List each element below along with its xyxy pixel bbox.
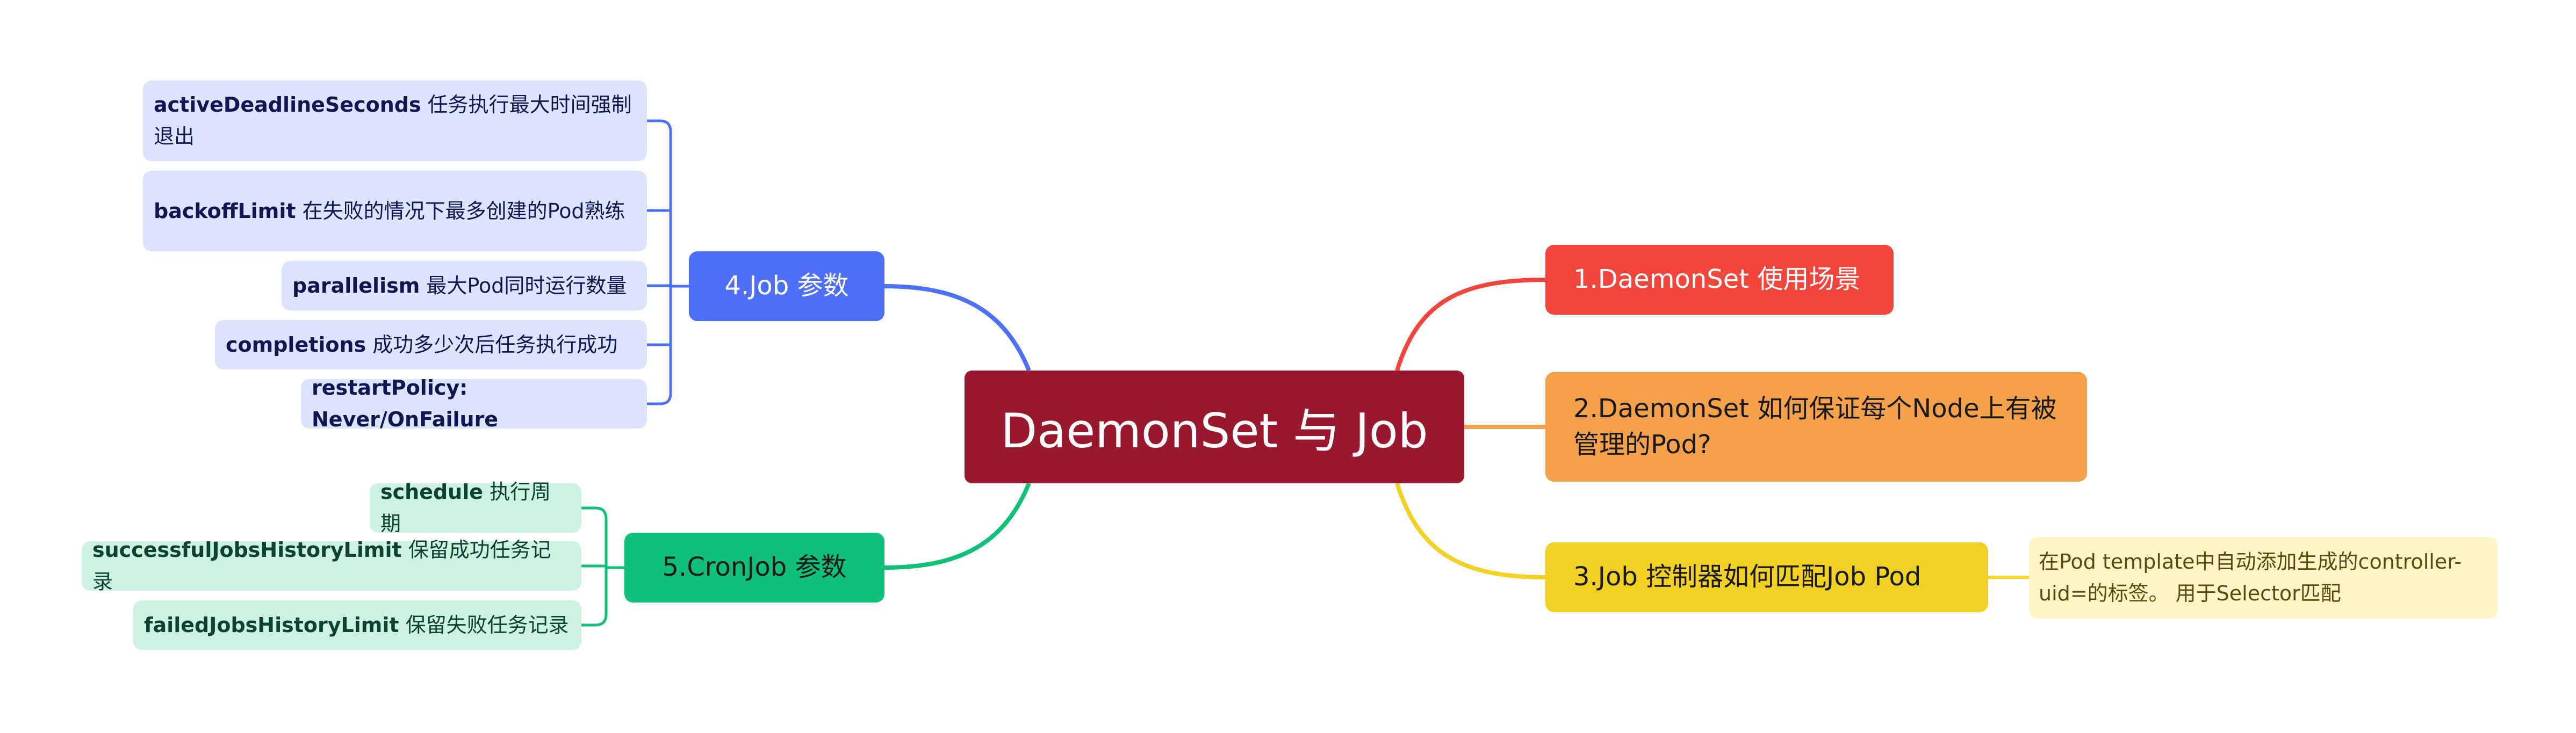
subtopic-text: successfulJobsHistoryLimit 保留成功任务记录 <box>92 534 571 598</box>
param-desc: 执行周期 <box>380 480 551 535</box>
bracket-cronjob-params <box>581 506 624 627</box>
topic-job-pod-matching[interactable]: 3.Job 控制器如何匹配Job Pod <box>1545 542 1988 612</box>
param-key: completions <box>226 332 366 357</box>
param-desc: 任务执行最大时间强制退出 <box>154 93 632 148</box>
connector-branch-4 <box>884 284 1031 372</box>
note-controller-uid[interactable]: 在Pod template中自动添加生成的controller-uid=的标签。… <box>2029 537 2498 619</box>
bracket-job-params <box>647 119 689 405</box>
param-key: successfulJobsHistoryLimit <box>92 538 402 562</box>
subtopic-text: backoffLimit 在失败的情况下最多创建的Pod熟练 <box>154 195 625 227</box>
central-topic[interactable]: DaemonSet 与 Job <box>965 371 1464 483</box>
param-key: restartPolicy: Never/OnFailure <box>312 376 499 431</box>
central-topic-label: DaemonSet 与 Job <box>1001 403 1428 459</box>
subtopic-text: parallelism 最大Pod同时运行数量 <box>292 270 627 302</box>
subtopic-text: activeDeadlineSeconds 任务执行最大时间强制退出 <box>154 89 636 153</box>
param-key: schedule <box>380 480 484 504</box>
connector-branch-5 <box>884 482 1031 570</box>
param-key: failedJobsHistoryLimit <box>144 613 399 637</box>
subtopic-text: restartPolicy: Never/OnFailure <box>312 372 636 436</box>
subtopic-active-deadline-seconds[interactable]: activeDeadlineSeconds 任务执行最大时间强制退出 <box>143 81 647 161</box>
subtopic-successful-jobs-history-limit[interactable]: successfulJobsHistoryLimit 保留成功任务记录 <box>82 538 581 593</box>
topic-job-params[interactable]: 4.Job 参数 <box>689 251 884 321</box>
subtopic-text: completions 成功多少次后任务执行成功 <box>226 329 617 361</box>
subtopic-completions[interactable]: completions 成功多少次后任务执行成功 <box>215 320 647 369</box>
subtopic-schedule[interactable]: schedule 执行周期 <box>370 480 581 535</box>
param-desc: 在失败的情况下最多创建的Pod熟练 <box>296 199 625 223</box>
topic-cronjob-params[interactable]: 5.CronJob 参数 <box>624 533 884 603</box>
param-desc: 保留失败任务记录 <box>399 613 569 637</box>
topic-daemonset-use-cases[interactable]: 1.DaemonSet 使用场景 <box>1545 245 1894 315</box>
subtopic-text: failedJobsHistoryLimit 保留失败任务记录 <box>144 609 569 641</box>
connector-branch-1 <box>1395 278 1546 372</box>
subtopic-text: schedule 执行周期 <box>380 476 571 540</box>
topic-label: 4.Job 参数 <box>724 271 849 301</box>
param-key: parallelism <box>292 273 420 297</box>
note-text: 在Pod template中自动添加生成的controller-uid=的标签。… <box>2039 550 2462 605</box>
topic-label: 3.Job 控制器如何匹配Job Pod <box>1573 562 1922 592</box>
topic-label: 2.DaemonSet 如何保证每个Node上有被管理的Pod? <box>1573 393 2057 460</box>
subtopic-parallelism[interactable]: parallelism 最大Pod同时运行数量 <box>282 261 647 310</box>
param-key: backoffLimit <box>154 199 296 223</box>
subtopic-failed-jobs-history-limit[interactable]: failedJobsHistoryLimit 保留失败任务记录 <box>133 600 581 650</box>
param-desc: 最大Pod同时运行数量 <box>420 273 627 297</box>
topic-label: 5.CronJob 参数 <box>662 552 847 583</box>
param-desc: 成功多少次后任务执行成功 <box>366 332 618 357</box>
topic-label: 1.DaemonSet 使用场景 <box>1573 264 1861 295</box>
param-desc: 保留成功任务记录 <box>92 538 551 593</box>
subtopic-restart-policy[interactable]: restartPolicy: Never/OnFailure <box>301 376 647 431</box>
connector-branch-3 <box>1395 482 1546 579</box>
subtopic-backoff-limit[interactable]: backoffLimit 在失败的情况下最多创建的Pod熟练 <box>143 171 647 251</box>
topic-daemonset-pod-on-node[interactable]: 2.DaemonSet 如何保证每个Node上有被管理的Pod? <box>1545 372 2087 482</box>
param-key: activeDeadlineSeconds <box>154 93 421 117</box>
